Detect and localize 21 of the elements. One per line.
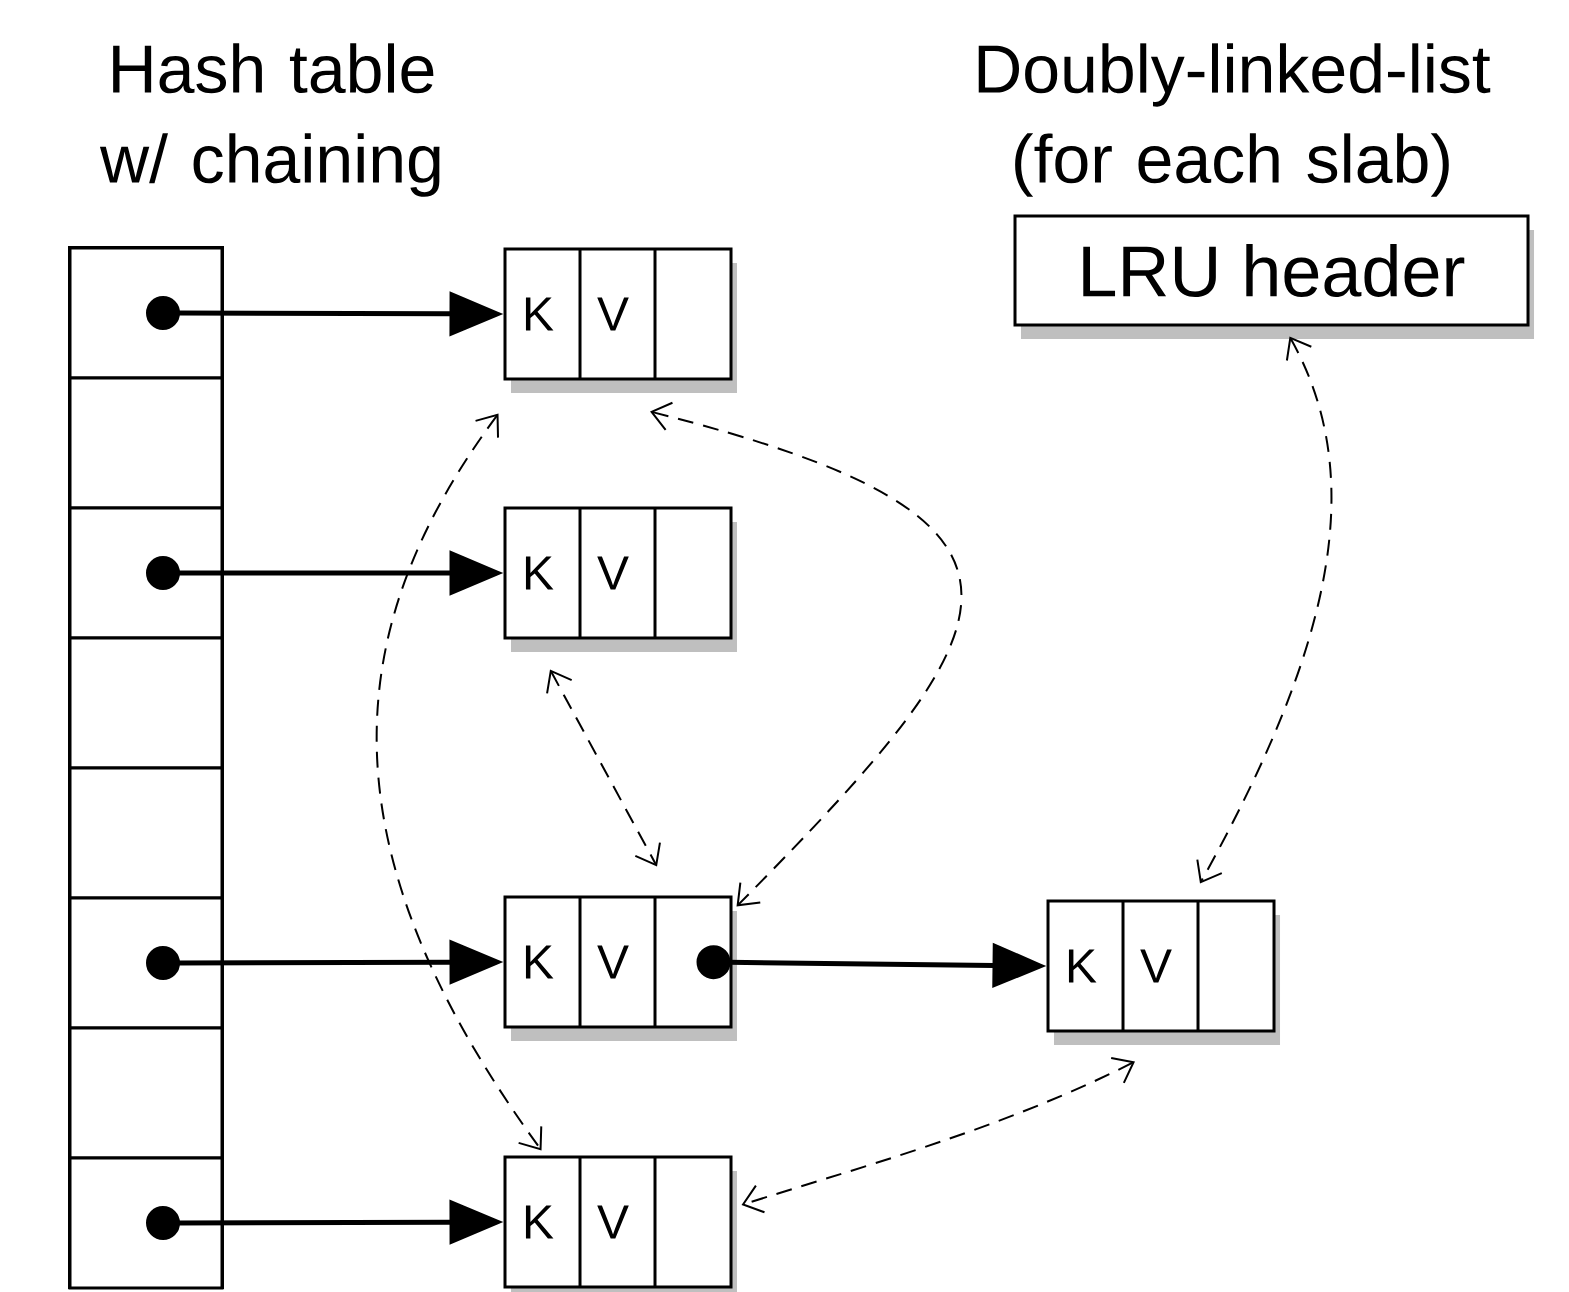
header-box: LRU header [1013, 214, 1530, 327]
arrow [741, 1056, 1135, 1214]
heading: Hash table w/ chaining [99, 43, 440, 197]
table-slot [68, 506, 224, 640]
arrow [1196, 336, 1333, 884]
heading: Doubly-linked-list (for each slab) [978, 43, 1491, 197]
table-slot [68, 246, 224, 380]
entry-box: K V [1046, 899, 1276, 1033]
arrow [546, 669, 661, 867]
arrow [376, 413, 543, 1151]
entry-box: K V [503, 247, 733, 381]
entry-box: K V [503, 506, 733, 640]
table-slot [68, 896, 224, 1030]
table-slot [68, 1026, 224, 1160]
table-slot [68, 636, 224, 770]
entry-box: K V [503, 895, 733, 1029]
entry-box: K V [503, 1155, 733, 1289]
table-slot [68, 766, 224, 900]
arrow [650, 401, 963, 907]
table-slot [68, 376, 224, 510]
table-slot [68, 1156, 224, 1290]
